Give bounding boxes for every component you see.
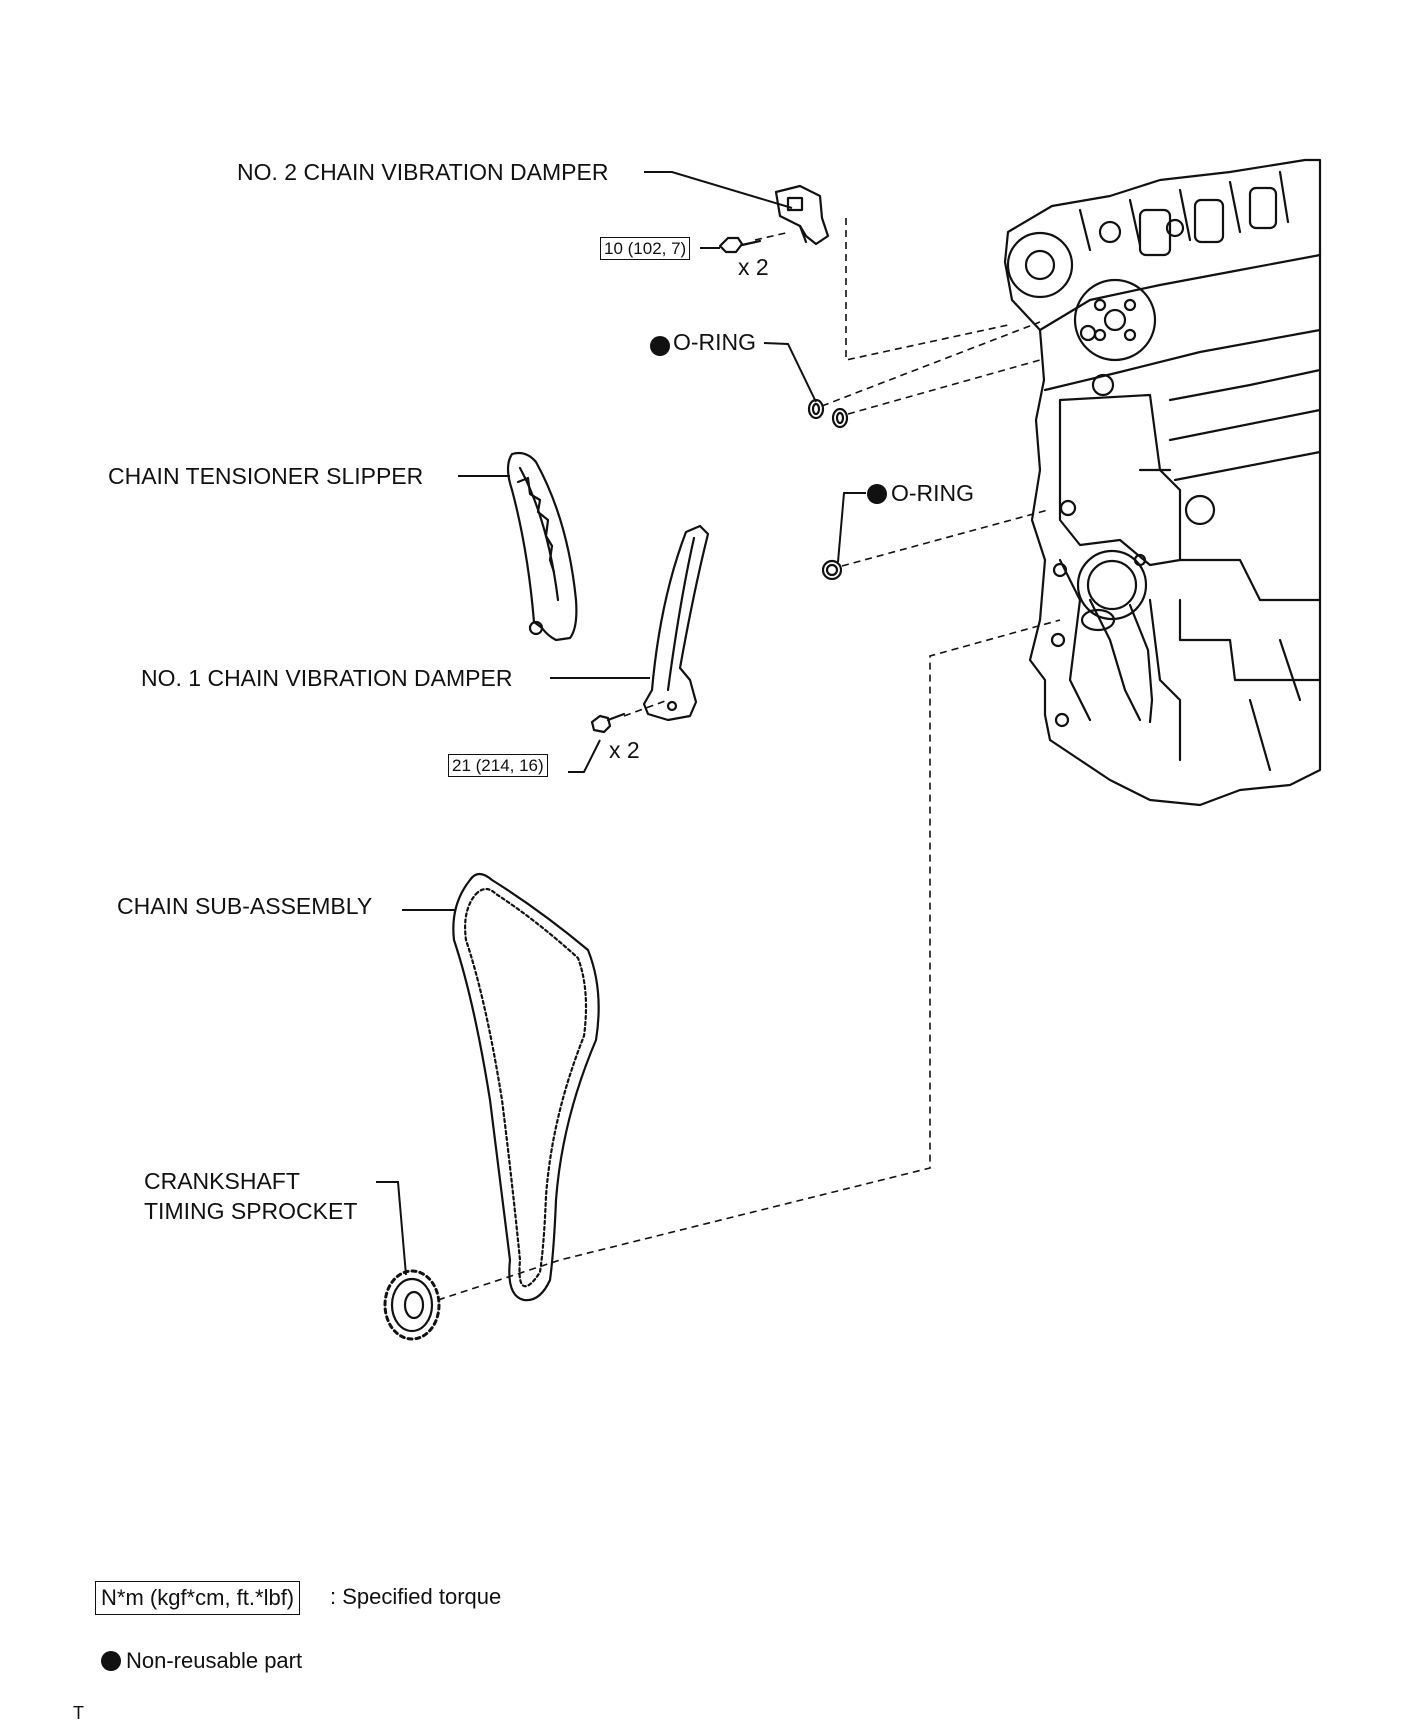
label-chain-tensioner-slipper: CHAIN TENSIONER SLIPPER [108, 463, 424, 489]
qty-no2-damper-bolt: x 2 [738, 254, 769, 280]
no2-damper-bolt [718, 236, 762, 254]
label-no1-chain-vibration-damper: NO. 1 CHAIN VIBRATION DAMPER [141, 665, 513, 691]
o-ring-upper-pair [807, 398, 849, 429]
chain-sub-assembly-part [452, 872, 600, 1302]
legend-non-reusable: Non-reusable part [101, 1647, 302, 1675]
legend-torque-units-box: N*m (kgf*cm, ft.*lbf) [95, 1581, 301, 1615]
chain-tensioner-slipper-part [506, 451, 578, 642]
corner-mark: T [73, 1703, 84, 1723]
label-chain-sub-assembly: CHAIN SUB-ASSEMBLY [117, 893, 373, 919]
crankshaft-timing-sprocket-part [383, 1269, 441, 1341]
no1-damper-bolt [590, 712, 626, 734]
torque-no2-damper-bolt: 10 (102, 7) [600, 237, 691, 260]
leader-lines [376, 171, 866, 1276]
non-reusable-icon-lower [867, 484, 887, 504]
label-crankshaft-line2: TIMING SPROCKET [144, 1198, 358, 1224]
label-crankshaft-line1: CRANKSHAFT [144, 1168, 300, 1194]
torque-no1-damper-bolt: 21 (214, 16) [448, 754, 548, 777]
label-no2-chain-vibration-damper: NO. 2 CHAIN VIBRATION DAMPER [237, 159, 609, 185]
engine-block [1003, 158, 1322, 807]
label-o-ring-lower: O-RING [891, 480, 975, 506]
non-reusable-markers [650, 336, 887, 504]
legend-specified-torque: : Specified torque [330, 1584, 502, 1609]
qty-no1-damper-bolt: x 2 [609, 737, 640, 763]
no1-chain-vibration-damper-part [642, 524, 710, 722]
non-reusable-legend-icon [101, 1651, 121, 1671]
label-o-ring-upper: O-RING [673, 329, 757, 355]
dashed-alignment-lines [437, 218, 1061, 1301]
legend-non-reusable-text: Non-reusable part [126, 1648, 303, 1673]
non-reusable-icon-upper [650, 336, 670, 356]
no2-chain-vibration-damper-part [774, 184, 830, 246]
o-ring-lower [821, 559, 843, 581]
